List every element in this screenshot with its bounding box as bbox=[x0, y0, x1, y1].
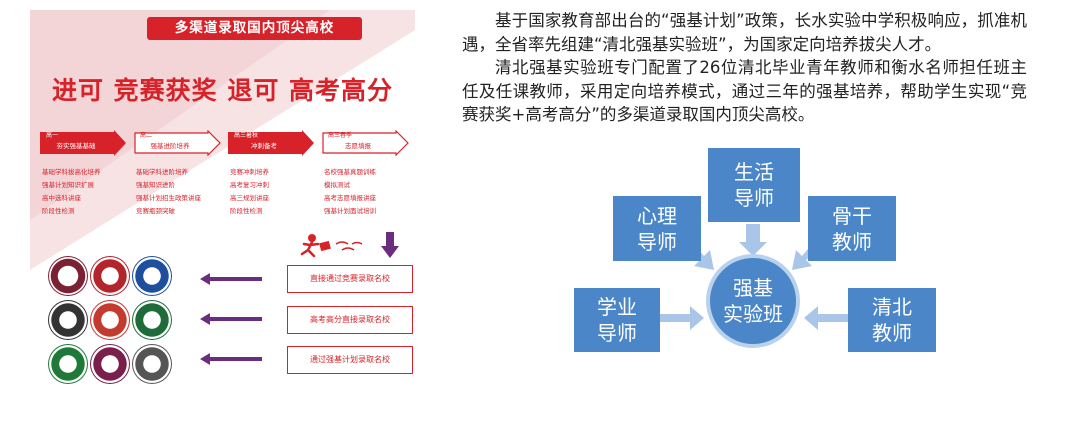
recruitment-poster: 多渠道录取国内顶尖高校 进可 竞赛获奖 退可 高考高分 高一 夯实强基基础 高二… bbox=[30, 10, 415, 385]
university-logo-icon bbox=[90, 344, 130, 384]
list-item: 竞赛瓶颈突破 bbox=[136, 207, 175, 215]
stage-grade-label: 高二 bbox=[140, 132, 153, 139]
route-competition: 直接通过竞赛录取名校 bbox=[287, 265, 413, 293]
poster-banner: 多渠道录取国内顶尖高校 bbox=[147, 17, 362, 40]
list-item: 高中选科讲座 bbox=[42, 194, 81, 202]
stage-grade-label: 高三暑秋 bbox=[234, 132, 259, 139]
university-logo-icon bbox=[132, 300, 172, 340]
node-psych-mentor: 心理 导师 bbox=[613, 196, 701, 261]
list-item: 强基计划招生政策讲座 bbox=[136, 194, 201, 202]
node-label: 导师 bbox=[734, 186, 774, 210]
university-logo-icon bbox=[132, 344, 172, 384]
list-item: 基础学科拔高化培养 bbox=[42, 168, 101, 176]
stage-grade-3-summer: 高三暑秋 冲刺备考 bbox=[228, 130, 318, 156]
university-logo-icon bbox=[48, 256, 88, 296]
list-item: 模拟测试 bbox=[324, 181, 350, 189]
university-logo-icon bbox=[90, 300, 130, 340]
node-label: 心理 bbox=[637, 203, 677, 228]
arrow-right-icon bbox=[660, 306, 704, 330]
node-life-mentor: 生活 导师 bbox=[708, 148, 800, 222]
runner-illustration bbox=[300, 232, 399, 258]
university-logos bbox=[46, 254, 176, 384]
list-item: 高三规划讲座 bbox=[230, 194, 269, 202]
node-label: 生活 bbox=[734, 160, 774, 184]
arrow-left-icon bbox=[200, 273, 262, 285]
university-logo-icon bbox=[48, 300, 88, 340]
node-center-class: 强基 实验班 bbox=[706, 254, 800, 348]
poster-slogan: 进可 竞赛获奖 退可 高考高分 bbox=[51, 76, 394, 105]
paragraph: 基于国家教育部出台的“强基计划”政策，长水实验中学积极响应，抓准机遇，全省率先组… bbox=[462, 11, 1027, 54]
route-gaokao: 高考高分直接录取名校 bbox=[287, 306, 413, 334]
node-label: 强基 bbox=[733, 276, 773, 300]
node-label: 导师 bbox=[637, 229, 677, 254]
node-label: 教师 bbox=[832, 229, 872, 254]
stage-grade-2: 高二 强基进阶培养 bbox=[134, 130, 224, 156]
node-label: 实验班 bbox=[723, 302, 783, 326]
university-logo-icon bbox=[48, 344, 88, 384]
stage-items-grade-1: 基础学科拔高化培养 强基计划知识扩展 高中选科讲座 阶段性检测 bbox=[42, 166, 138, 218]
node-label: 教师 bbox=[872, 321, 912, 345]
stage-title: 志愿填报 bbox=[345, 142, 371, 150]
node-label: 清北 bbox=[872, 295, 912, 319]
stage-grade-1: 高一 夯实强基基础 bbox=[40, 130, 130, 156]
arrow-left-icon bbox=[200, 313, 262, 325]
list-item: 竞赛冲刺培养 bbox=[230, 168, 269, 176]
list-item: 名校强基真题训练 bbox=[324, 168, 376, 176]
node-academic-mentor: 学业 导师 bbox=[574, 288, 660, 352]
list-item: 基础学科进阶培养 bbox=[136, 168, 188, 176]
stage-items-grade-3-summer: 竞赛冲刺培养 高考复习冲刺 高三规划讲座 阶段性检测 bbox=[230, 166, 326, 218]
node-core-teacher: 骨干 教师 bbox=[808, 196, 896, 261]
list-item: 高考复习冲刺 bbox=[230, 181, 269, 189]
stage-items-grade-3-spring: 名校强基真题训练 模拟测试 高考志愿填报讲座 强基计划面试培训 bbox=[324, 166, 415, 218]
node-tsinghua-teacher: 清北 教师 bbox=[848, 288, 936, 352]
node-label: 学业 bbox=[597, 295, 637, 319]
arrow-down-icon bbox=[739, 224, 767, 256]
stage-grade-label: 高三春季 bbox=[328, 132, 353, 139]
paragraph: 清北强基实验班专门配置了26位清北毕业青年教师和衡水名师担任班主任及任课教师，采… bbox=[462, 58, 1027, 124]
stage-items-grade-2: 基础学科进阶培养 强基知识进阶 强基计划招生政策讲座 竞赛瓶颈突破 bbox=[136, 166, 232, 218]
stage-title: 夯实强基基础 bbox=[56, 142, 96, 150]
university-logo-icon bbox=[132, 256, 172, 296]
stage-grade-3-spring: 高三春季 志愿填报 bbox=[322, 130, 412, 156]
stage-grade-label: 高一 bbox=[46, 132, 59, 139]
route-strong-base: 通过强基计划录取名校 bbox=[287, 346, 413, 374]
list-item: 阶段性检测 bbox=[230, 207, 263, 215]
list-item: 强基计划面试培训 bbox=[324, 207, 376, 215]
list-item: 阶段性检测 bbox=[42, 207, 75, 215]
list-item: 高考志愿填报讲座 bbox=[324, 194, 376, 202]
stage-title: 冲刺备考 bbox=[251, 142, 277, 150]
university-logo-icon bbox=[90, 256, 130, 296]
arrow-left-icon bbox=[804, 306, 848, 330]
arrow-left-icon bbox=[200, 353, 262, 365]
list-item: 强基计划知识扩展 bbox=[42, 181, 94, 189]
list-item: 强基知识进阶 bbox=[136, 181, 175, 189]
stage-title: 强基进阶培养 bbox=[150, 142, 190, 150]
node-label: 导师 bbox=[597, 321, 637, 345]
mentor-diagram: 生活 导师 心理 导师 骨干 教师 学业 导师 清北 教师 强基 实验班 bbox=[560, 148, 960, 368]
article-text: 基于国家教育部出台的“强基计划”政策，长水实验中学积极响应，抓准机遇，全省率先组… bbox=[462, 9, 1027, 127]
node-label: 骨干 bbox=[832, 203, 872, 228]
